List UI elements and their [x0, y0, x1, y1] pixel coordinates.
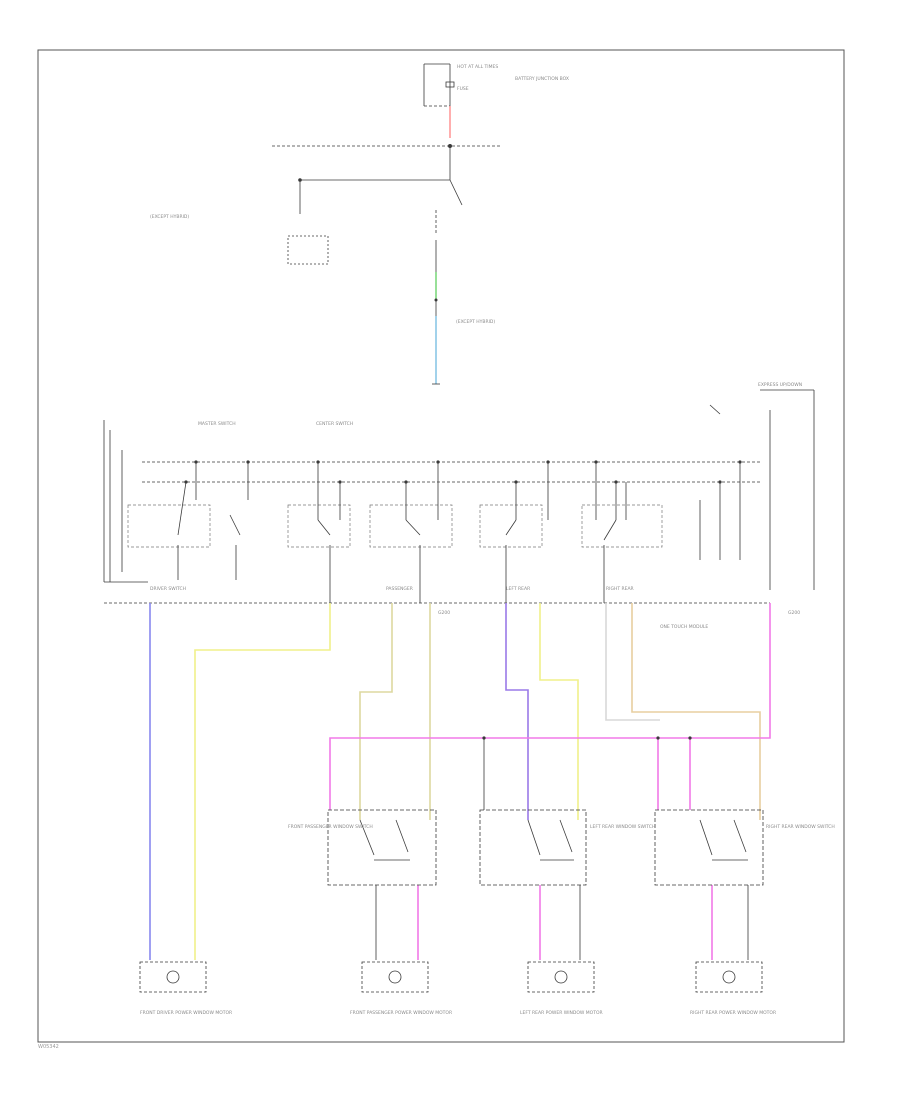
motor-left-rear	[527, 961, 595, 993]
door-switch-passenger	[327, 809, 437, 886]
door-switch-left-rear	[479, 809, 587, 886]
motor-left-rear-label: LEFT REAR POWER WINDOW MOTOR	[520, 1010, 603, 1016]
master-switch-block	[103, 389, 815, 604]
ground-g-label: G200	[438, 610, 450, 616]
ground-note-label-2: (EXCEPT HYBRID)	[456, 319, 495, 325]
ground-note-label: (EXCEPT HYBRID)	[150, 214, 189, 220]
door-switch-right-rear	[654, 809, 764, 886]
passenger-label: PASSENGER	[386, 586, 413, 592]
front-passenger-switch-label: FRONT PASSENGER WINDOW SWITCH	[288, 824, 373, 830]
right-rear-label: RIGHT REAR	[606, 586, 634, 592]
yellow-wire-lr	[539, 603, 579, 820]
pdb-label: BATTERY JUNCTION BOX	[515, 76, 569, 82]
fuse-symbol	[445, 81, 455, 88]
right-rear-switch-label: RIGHT REAR WINDOW SWITCH	[766, 824, 835, 830]
driver-label: DRIVER SWITCH	[150, 586, 186, 592]
motor-passenger	[361, 961, 429, 993]
left-rear-label: LEFT REAR	[506, 586, 530, 592]
motor-passenger-label: FRONT PASSENGER POWER WINDOW MOTOR	[350, 1010, 452, 1016]
express-label: EXPRESS UP/DOWN	[758, 382, 802, 388]
center-switch-label: CENTER SWITCH	[316, 421, 353, 427]
harness-wires	[149, 603, 771, 960]
motor-driver	[139, 961, 207, 993]
hot-label: HOT AT ALL TIMES	[457, 64, 498, 70]
white-wire	[605, 603, 660, 721]
power-feed	[272, 63, 500, 385]
yellow-wire-driver	[194, 603, 331, 960]
violet-wire	[505, 603, 529, 820]
dark-yellow-wire-pass	[359, 603, 393, 820]
master-switch-label: MASTER SWITCH	[198, 421, 236, 427]
motor-right-rear	[695, 961, 763, 993]
motor-driver-label: FRONT DRIVER POWER WINDOW MOTOR	[140, 1010, 232, 1016]
footer-code: W05342	[38, 1044, 59, 1050]
pink-bus	[329, 603, 771, 810]
diagram-frame	[37, 49, 845, 1043]
one-touch-label: ONE TOUCH MODULE	[660, 624, 708, 630]
left-rear-switch-label: LEFT REAR WINDOW SWITCH	[590, 824, 655, 830]
motor-right-rear-label: RIGHT REAR POWER WINDOW MOTOR	[690, 1010, 776, 1016]
fuse-label: FUSE	[457, 86, 469, 92]
ground-g-label-2: G200	[788, 610, 800, 616]
tan-wire	[631, 603, 761, 820]
relay-box	[287, 235, 329, 265]
